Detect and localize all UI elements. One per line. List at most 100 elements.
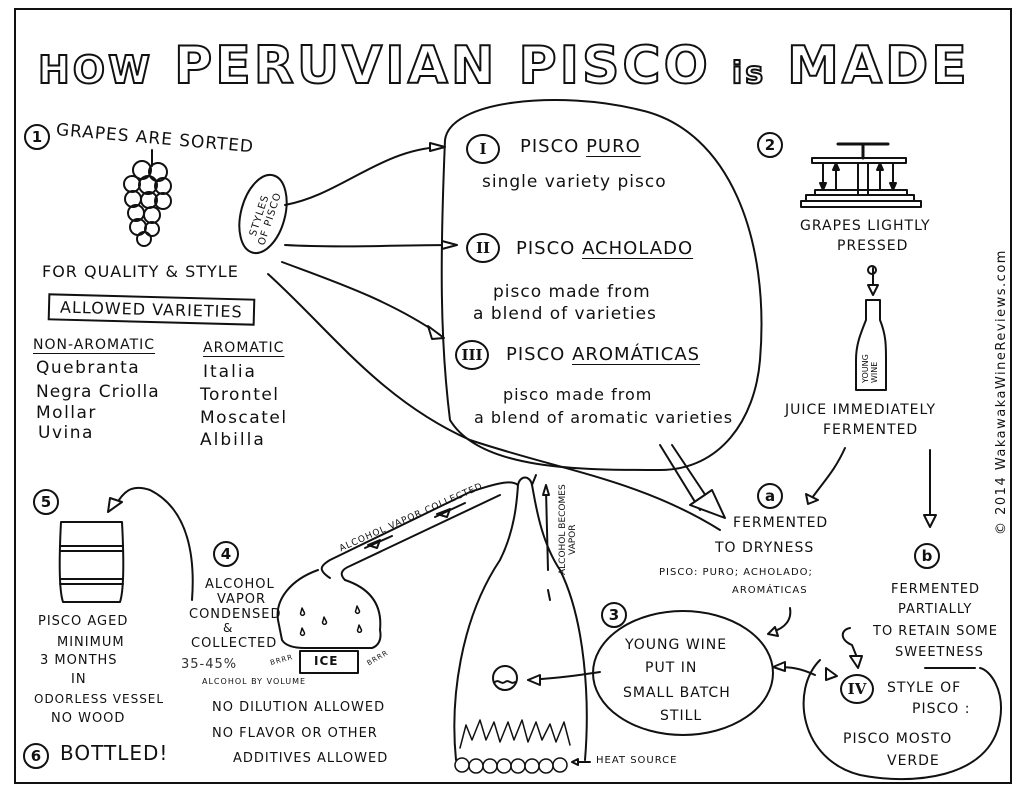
step4-line4: & <box>223 621 234 635</box>
abv-label: ALCOHOL BY VOLUME <box>202 677 307 686</box>
credit-text: © 2014 WakawakaWineReviews.com <box>994 249 1009 535</box>
step3-line1: YOUNG WINE <box>625 637 728 653</box>
style-3-description-line1: pisco made from <box>503 385 653 404</box>
title-word-peruvian: PERUVIAN <box>173 35 498 97</box>
variety-moscatel: Moscatel <box>200 408 288 428</box>
style-3-name: AROMÁTICAS <box>572 344 701 365</box>
step3-line3: SMALL BATCH <box>623 685 731 701</box>
step5-line6: NO WOOD <box>51 711 126 726</box>
title-word-how: HOW <box>37 47 154 93</box>
branch-b-line1: FERMENTED <box>891 582 981 597</box>
still-pot <box>453 476 588 761</box>
non-aromatic-header: NON-AROMATIC <box>33 337 156 353</box>
step5-line4: IN <box>71 672 87 687</box>
style4-line4: VERDE <box>887 753 940 769</box>
becomes-vapor-line1: ALCOHOL BECOMES <box>558 484 568 575</box>
style4-bubble <box>802 659 1002 780</box>
variety-quebranta: Quebranta <box>36 358 141 378</box>
step5-line2: MINIMUM <box>57 635 125 650</box>
fire-icon <box>454 719 571 774</box>
title-word-pisco: PISCO <box>518 35 711 97</box>
bottled-label: BOTTLED! <box>60 741 169 765</box>
step-number-1: 1 <box>24 124 50 150</box>
style-1-prefix: PISCO <box>520 136 580 157</box>
variety-torontel: Torontel <box>200 385 280 405</box>
step5-line1: PISCO AGED <box>38 614 129 629</box>
style-2-description-line2: a blend of varieties <box>473 304 657 324</box>
grapes-icon <box>123 149 172 247</box>
variety-mollar: Mollar <box>36 403 97 423</box>
branch-a-letter: a <box>757 483 783 509</box>
page-border <box>14 8 1012 784</box>
page-title: HOW PERUVIAN PISCO is MADE <box>37 35 970 97</box>
branch-a-line2: TO DRYNESS <box>715 540 815 556</box>
style-1-name: PURO <box>586 136 641 157</box>
juice-line2: FERMENTED <box>823 422 919 438</box>
style-2-name: ACHOLADO <box>582 238 694 259</box>
step-number-4: 4 <box>213 541 239 567</box>
title-word-made: MADE <box>786 35 970 97</box>
style-numeral-4: IV <box>840 674 874 704</box>
step-number-2: 2 <box>757 132 783 158</box>
condenser-dome <box>276 569 382 649</box>
style-2-title: PISCO ACHOLADO <box>516 238 693 259</box>
abv-value: 35-45% <box>181 657 238 672</box>
juice-line1: JUICE IMMEDIATELY <box>785 402 936 418</box>
wine-icon <box>492 665 518 691</box>
step4-line2: VAPOR <box>217 592 267 607</box>
grape-press-icon <box>800 142 922 208</box>
branch-b-line4: SWEETNESS <box>895 645 984 660</box>
styles-bubble <box>440 99 763 471</box>
step-number-6: 6 <box>23 743 49 769</box>
barrel-icon <box>58 521 125 603</box>
style4-line3: PISCO MOSTO <box>843 731 953 747</box>
bottle-label: YOUNG WINE <box>861 354 879 383</box>
style4-line2: PISCO : <box>912 701 971 717</box>
style-3-description-line2: a blend of aromatic varieties <box>474 408 734 427</box>
style4-line1: STYLE OF <box>887 680 962 696</box>
bottle-label-line2: WINE <box>870 361 879 383</box>
becomes-vapor-line2: VAPOR <box>568 524 578 555</box>
step1-subheading: FOR QUALITY & STYLE <box>42 262 239 281</box>
styles-hub-oval <box>238 173 288 255</box>
step4-line5: COLLECTED <box>191 636 278 651</box>
style-numeral-1: I <box>466 134 500 164</box>
rule-no-additives-line1: NO FLAVOR OR OTHER <box>212 726 378 741</box>
step4-line3: CONDENSED <box>189 607 282 622</box>
step5-line3: 3 MONTHS <box>40 653 118 668</box>
branch-a-line1: FERMENTED <box>733 515 829 531</box>
droplets-icon <box>299 605 363 637</box>
ice-label: ICE <box>314 654 339 668</box>
step-number-5: 5 <box>33 489 59 515</box>
step2-heading-line2: PRESSED <box>837 238 909 254</box>
style-3-prefix: PISCO <box>506 344 566 365</box>
becomes-vapor-label: ALCOHOL BECOMES VAPOR <box>558 484 578 575</box>
style-3-title: PISCO AROMÁTICAS <box>506 344 700 365</box>
variety-albilla: Albilla <box>200 430 266 450</box>
young-wine-bottle-icon <box>855 299 887 391</box>
style-1-title: PISCO PURO <box>520 136 641 157</box>
rule-no-additives-line2: ADDITIVES ALLOWED <box>233 751 389 766</box>
branch-a-note-line1: PISCO: PURO; ACHOLADO; <box>659 567 813 578</box>
branch-b-line3: TO RETAIN SOME <box>873 624 998 639</box>
step5-line5: ODORLESS VESSEL <box>34 692 165 706</box>
aromatic-header: AROMATIC <box>203 340 285 356</box>
style-numeral-3: III <box>455 340 489 370</box>
style-2-prefix: PISCO <box>516 238 576 259</box>
title-word-is: is <box>731 55 767 92</box>
step2-heading-line1: GRAPES LIGHTLY <box>800 218 931 234</box>
step4-line1: ALCOHOL <box>205 577 275 592</box>
style-2-description-line1: pisco made from <box>493 282 651 302</box>
variety-uvina: Uvina <box>38 423 94 443</box>
variety-italia: Italia <box>203 362 257 382</box>
branch-b-letter: b <box>914 543 940 569</box>
style-1-description: single variety pisco <box>482 172 667 192</box>
bottle-label-line1: YOUNG <box>861 354 870 383</box>
allowed-varieties-box: ALLOWED VARIETIES <box>47 293 256 326</box>
step3-line2: PUT IN <box>645 660 698 676</box>
step3-line4: STILL <box>660 708 703 724</box>
branch-b-line2: PARTIALLY <box>898 602 973 617</box>
rule-no-dilution: NO DILUTION ALLOWED <box>212 700 386 715</box>
variety-negra-criolla: Negra Criolla <box>36 382 160 402</box>
